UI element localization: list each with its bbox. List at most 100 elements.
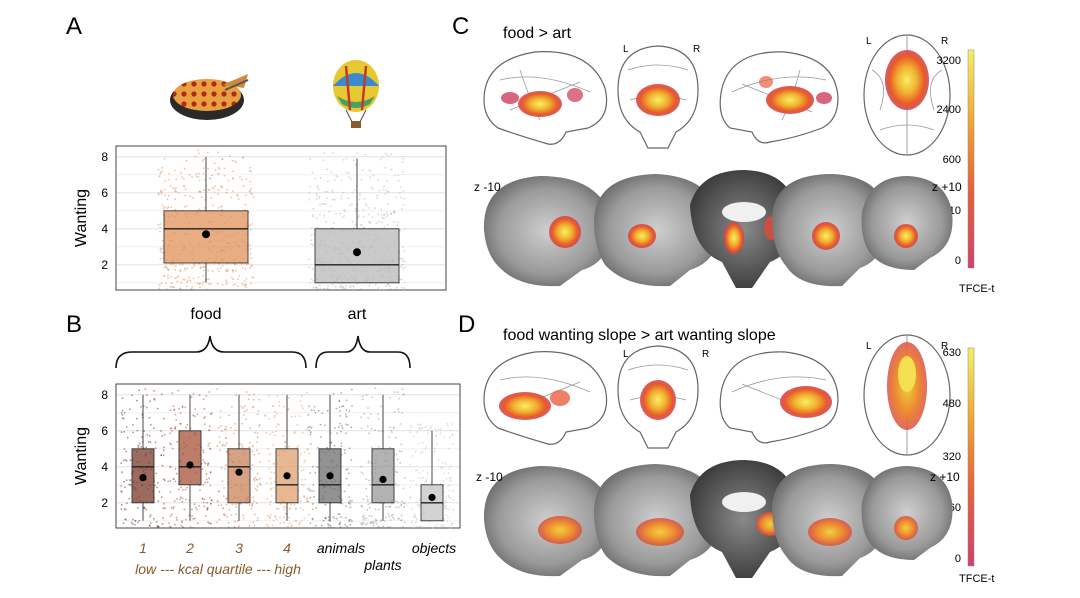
jitter-point [415, 484, 418, 486]
jitter-point [208, 177, 211, 180]
jitter-point [216, 500, 219, 502]
jitter-point [326, 168, 328, 171]
jitter-point [332, 526, 335, 529]
jitter-point [416, 469, 419, 471]
jitter-point [161, 166, 164, 169]
jitter-point [333, 198, 336, 201]
jitter-point [252, 196, 255, 198]
jitter-point [149, 441, 152, 444]
jitter-point [349, 286, 352, 288]
jitter-point [188, 173, 191, 176]
jitter-point [301, 483, 303, 486]
jitter-point [134, 523, 136, 526]
axial-d-r-label: R [941, 341, 948, 352]
jitter-point [164, 180, 167, 182]
jitter-point [175, 178, 178, 181]
jitter-point [444, 462, 446, 464]
jitter-point [234, 269, 237, 272]
jitter-point [148, 416, 151, 419]
jitter-point [266, 482, 268, 484]
jitter-point [445, 463, 448, 465]
jitter-point [170, 506, 173, 509]
jitter-point [337, 513, 340, 515]
jitter-point [296, 446, 298, 449]
jitter-point [390, 213, 392, 216]
jitter-point [130, 521, 133, 524]
jitter-point [449, 465, 452, 467]
jitter-point [362, 522, 365, 524]
jitter-point [312, 465, 314, 468]
glass-brain-axial-d: L R [863, 334, 951, 456]
jitter-point [349, 524, 352, 526]
jitter-point [360, 471, 363, 474]
jitter-point [439, 433, 441, 436]
jitter-point [447, 472, 450, 475]
jitter-point [206, 507, 209, 510]
jitter-point [338, 513, 341, 516]
jitter-point [197, 149, 199, 152]
jitter-point [173, 500, 176, 502]
box-objects [420, 430, 444, 522]
jitter-point [234, 283, 237, 285]
jitter-point [245, 263, 248, 266]
jitter-point [337, 426, 340, 428]
jitter-point [402, 203, 405, 206]
jitter-point [221, 526, 224, 529]
jitter-point [452, 508, 455, 511]
jitter-point [138, 442, 141, 445]
jitter-point [140, 406, 142, 408]
jitter-point [383, 288, 385, 291]
jitter-point [221, 158, 224, 160]
jitter-point [256, 472, 259, 475]
jitter-point [174, 265, 177, 268]
jitter-point [375, 522, 378, 525]
jitter-point [177, 191, 180, 194]
jitter-point [418, 477, 421, 479]
jitter-point [397, 484, 400, 487]
jitter-point [419, 499, 421, 501]
jitter-point [400, 286, 403, 289]
jitter-point [227, 522, 230, 524]
jitter-point [223, 167, 226, 170]
jitter-point [363, 517, 366, 520]
jitter-point [240, 444, 243, 446]
jitter-point [181, 520, 183, 522]
panel-c-colorbar [967, 49, 975, 269]
jitter-point [449, 526, 452, 529]
cbar-d-tick-480: 480 [943, 398, 961, 410]
jitter-point [234, 520, 237, 523]
jitter-point [186, 424, 189, 426]
jitter-point [267, 525, 270, 527]
jitter-point [402, 171, 404, 173]
jitter-point [287, 525, 289, 528]
jitter-point [223, 487, 226, 489]
jitter-point [252, 398, 255, 401]
jitter-point [137, 521, 139, 524]
jitter-point [289, 503, 292, 506]
panel-b-ytick-6: 6 [101, 424, 108, 438]
jitter-point [389, 526, 392, 528]
jitter-point [138, 389, 140, 391]
jitter-point [198, 505, 201, 507]
jitter-point [232, 278, 234, 281]
jitter-point [397, 179, 400, 182]
jitter-point [323, 214, 326, 217]
jitter-point [304, 459, 306, 462]
jitter-point [389, 446, 391, 449]
jitter-point [328, 210, 331, 213]
jitter-point [352, 285, 355, 288]
jitter-point [191, 197, 194, 200]
jitter-point [129, 459, 132, 462]
jitter-point [399, 186, 402, 188]
jitter-point [189, 195, 192, 198]
glass-brain-coronal: L R [617, 44, 700, 149]
mean-point [283, 472, 291, 480]
jitter-point [399, 229, 402, 232]
mean-point [379, 475, 387, 483]
jitter-point [121, 409, 124, 412]
jitter-point [240, 405, 243, 408]
jitter-point [278, 424, 281, 426]
jitter-point [242, 157, 244, 159]
jitter-point [171, 392, 174, 395]
jitter-point [202, 398, 205, 401]
